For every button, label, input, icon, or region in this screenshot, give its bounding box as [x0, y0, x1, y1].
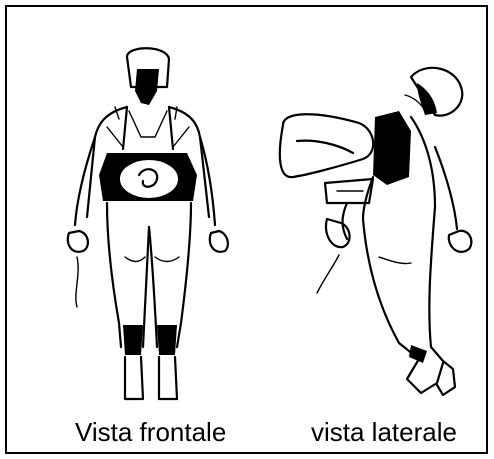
caption-side-view: vista laterale [311, 417, 457, 448]
caption-front-view: Vista frontale [75, 417, 226, 448]
diagram-frame: Vista frontale vista laterale [5, 5, 488, 454]
side-view-illustration [7, 7, 490, 412]
side-legs [363, 207, 455, 395]
side-helmet [405, 68, 462, 116]
side-container [280, 111, 411, 185]
